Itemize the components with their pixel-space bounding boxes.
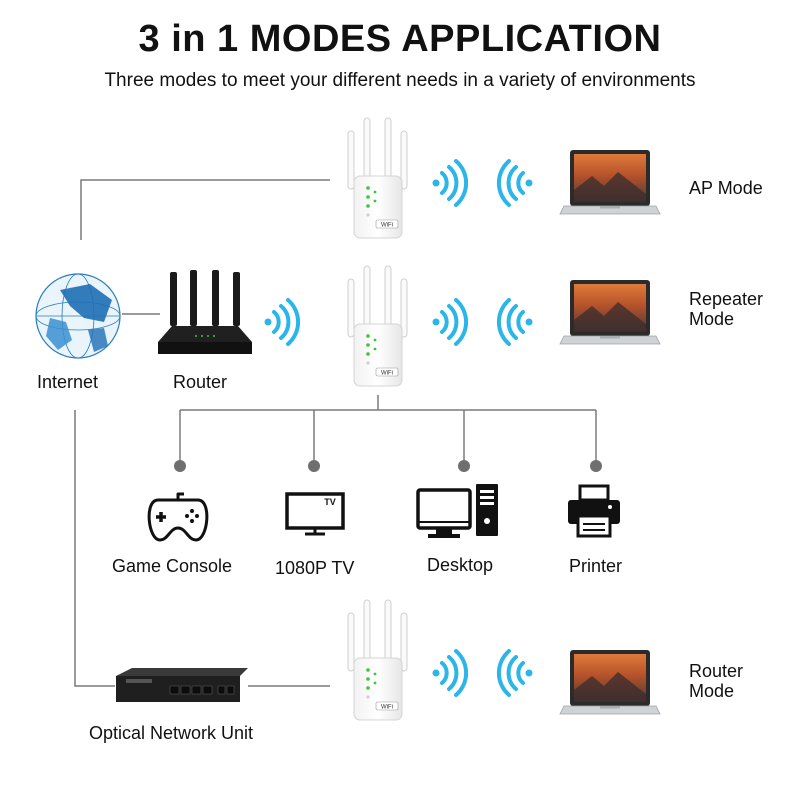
wifi-wave-icon: [430, 298, 469, 346]
laptop-icon: [559, 279, 661, 345]
page-subtitle: Three modes to meet your different needs…: [104, 70, 696, 91]
laptop-icon: [559, 149, 661, 215]
game-controller-icon: [147, 492, 209, 542]
device-bus-nodes: [174, 460, 602, 472]
printer-node: [590, 460, 602, 472]
tv-label: 1080P TV: [275, 558, 355, 578]
tv-icon-text: TV: [324, 497, 336, 507]
tv-icon: TV: [285, 492, 345, 536]
onu-switch-icon: [116, 668, 248, 702]
globe-icon: [35, 273, 121, 359]
ap-mode-label: AP Mode: [689, 178, 763, 198]
ap-link-line: [80, 179, 330, 240]
wifi-wave-icon: [496, 649, 535, 697]
internet-onu-line: [74, 410, 115, 687]
extender-ap-icon: [347, 117, 408, 239]
router-icon: [158, 270, 252, 354]
repeater-mode-label-line2: Mode: [689, 309, 735, 329]
game-console-label: Game Console: [112, 556, 233, 576]
extender-router-icon: [347, 599, 408, 721]
desktop-computer-icon: [416, 484, 498, 538]
desktop-label: Desktop: [427, 555, 494, 575]
laptop-icon: [559, 649, 661, 715]
router-mode-label-line2: Mode: [689, 681, 735, 701]
tv-node: [308, 460, 320, 472]
extender-repeater-icon: [347, 265, 408, 387]
page-title: 3 in 1 MODES APPLICATION: [138, 18, 662, 60]
wifi-wave-icon: [430, 649, 469, 697]
onu-label: Optical Network Unit: [89, 723, 254, 743]
printer-label: Printer: [569, 556, 623, 576]
game-console-node: [174, 460, 186, 472]
connection-lines: [74, 179, 597, 687]
wifi-wave-icon: [262, 298, 301, 346]
repeater-mode-label-line1: Repeater: [689, 289, 764, 309]
internet-label: Internet: [37, 372, 99, 392]
printer-icon: [568, 484, 620, 538]
wifi-wave-icon: [496, 159, 535, 207]
wifi-wave-icon: [430, 159, 469, 207]
router-mode-label-line1: Router: [689, 661, 744, 681]
desktop-node: [458, 460, 470, 472]
router-label: Router: [173, 372, 228, 392]
wifi-wave-icon: [496, 298, 535, 346]
